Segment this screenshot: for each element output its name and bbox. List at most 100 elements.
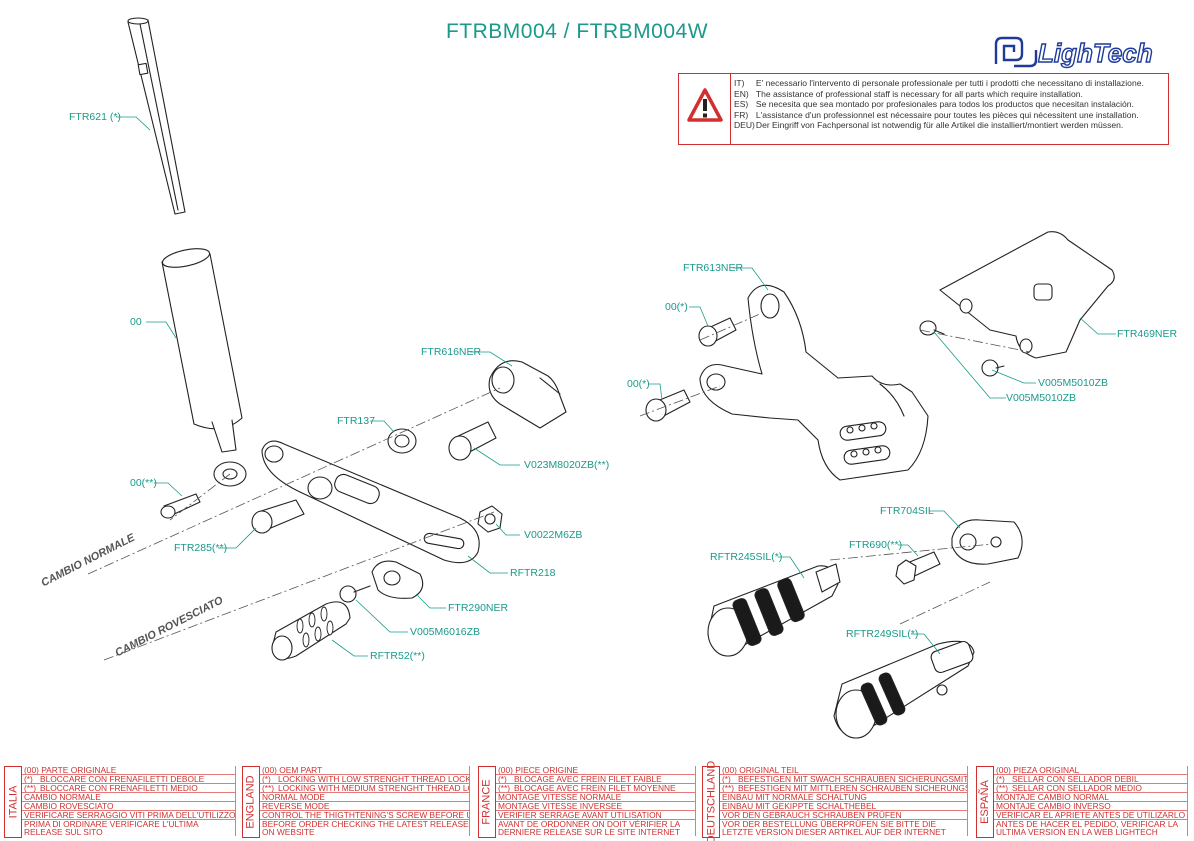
screw-v005m5010zb-a <box>919 320 945 336</box>
lightech-logo: LighTech <box>990 30 1170 74</box>
legend-row-label: (*) <box>722 775 731 784</box>
heel-plate-ftr469ner <box>939 231 1115 359</box>
pin-ftr285 <box>251 499 305 534</box>
legend-country-name: ESPAÑA <box>979 780 991 824</box>
label-v005m5010zb-a: V005M5010ZB <box>1038 377 1109 389</box>
legend-row-label: MONTAGE VITESSE NORMALE <box>498 793 622 802</box>
legend-row-text: BLOCAGE AVEC FREIN FILET FAIBLE <box>514 775 662 784</box>
legend-row: EINBAU MIT NORMALE SCHALTUNG <box>720 793 968 802</box>
warning-icon-cell <box>679 74 731 144</box>
legend-row-label: (*) <box>262 775 271 784</box>
adapter-ftr704sil <box>951 519 1023 565</box>
warning-triangle-icon <box>687 88 723 122</box>
warning-line: IT)E' necessario l'intervento di persona… <box>734 78 1162 89</box>
axis-line-right-1 <box>639 385 721 417</box>
legend-row-label: (00) ORIGINAL TEIL <box>722 766 799 775</box>
legend-row-label: (00) PIECE ORIGINE <box>498 766 579 775</box>
legend-row-label: (**) <box>996 784 1009 793</box>
legend-country-cell: ESPAÑA <box>976 766 994 838</box>
legend-row: NORMAL MODE <box>260 793 470 802</box>
label-rftr52: RFTR52(**) <box>370 650 425 662</box>
legend-row-label: VERIFICAR EL APRIETE ANTES DE UTILIZARLO <box>996 811 1186 820</box>
legend-row: (**)BLOCAGE AVEC FREIN FILET MOYENNE <box>496 784 696 793</box>
legend-row: (**)LOCKING WITH MEDIUM STRENGHT THREAD … <box>260 784 470 793</box>
warning-line: FR)L'assistance d'un professionnel est n… <box>734 110 1162 121</box>
label-ftr613ner: FTR613NER <box>683 262 744 274</box>
axis-line-right-2 <box>699 313 761 341</box>
axis-line-normal <box>87 387 501 575</box>
legend-row: VERIFIER SERRAGE AVANT UTILISATION <box>496 811 696 820</box>
legend-row-label: (00) OEM PART <box>262 766 323 775</box>
legend-row: BEFORE ORDER CHECKING THE LATEST RELEASE… <box>260 820 470 836</box>
legend-row: (00) PIEZA ORIGINAL <box>994 766 1188 775</box>
legend-row: (00) OEM PART <box>260 766 470 775</box>
warning-line-code: EN) <box>734 88 749 99</box>
legend-row: CAMBIO ROVESCIATO <box>22 802 236 811</box>
legend-row-label: (00) PARTE ORIGINALE <box>24 766 117 775</box>
legend-country-cell: FRANCE <box>478 766 496 838</box>
legend-country-name: ITALIA <box>7 785 19 819</box>
warning-line: EN) The assistance of professional staff … <box>734 89 1162 100</box>
legend-row-label: (00) PIEZA ORIGINAL <box>996 766 1080 775</box>
legend-row: VOR DER BESTELLUNG ÜBERPRÜFEN SIE BITTE … <box>720 820 968 836</box>
legend-row: (*)LOCKING WITH LOW STRENGHT THREAD LOCK… <box>260 775 470 784</box>
warning-line-text: The assistance of professional staff is … <box>755 88 1083 99</box>
legend-row-label: BEFORE ORDER CHECKING THE LATEST RELEASE… <box>262 820 469 836</box>
warning-line-text: Der Eingriff von Fachpersonal ist notwen… <box>755 120 1124 131</box>
shock-cylinder <box>161 248 247 487</box>
drawing-title: FTRBM004 / FTRBM004W <box>445 20 709 43</box>
legend-country-cell: ENGLAND <box>242 766 260 838</box>
legend-row-label: (*) <box>996 775 1005 784</box>
axis-line-heel <box>919 329 1031 353</box>
rod-ftr621 <box>127 17 186 215</box>
legend-row-text: BLOCAGE AVEC FREIN FILET MOYENNE <box>514 784 676 793</box>
legend-rows: (00) OEM PART(*)LOCKING WITH LOW STRENGH… <box>260 766 470 836</box>
label-ftr290ner: FTR290NER <box>448 602 509 614</box>
label-v005m5010zb-b: V005M5010ZB <box>1006 392 1077 404</box>
screw-oo-right-bottom <box>645 389 691 422</box>
legend-row-label: CAMBIO ROVESCIATO <box>24 802 114 811</box>
legend-row-label: (**) <box>262 784 275 793</box>
legend-row: REVERSE MODE <box>260 802 470 811</box>
axis-line-peg <box>829 543 993 561</box>
legend-row: MONTAJE CAMBIO NORMAL <box>994 793 1188 802</box>
legend-row: (*)BLOCCARE CON FRENAFILETTI DEBOLE <box>22 775 236 784</box>
label-v005m6016zb: V005M6016ZB <box>410 626 481 638</box>
legend-row-label: PRIMA DI ORDINARE VERIFICARE L'ULTIMA RE… <box>24 820 199 836</box>
legend-country-cell: ITALIA <box>4 766 22 838</box>
legend-table: ITALIA(00) PARTE ORIGINALE(*)BLOCCARE CO… <box>4 761 1192 841</box>
legend-country-name: DEUTSCHLAND <box>705 760 718 841</box>
axis-line-reversed <box>103 511 495 661</box>
legend-row-label: (**) <box>24 784 37 793</box>
bracket-ftr616ner <box>488 360 567 429</box>
legend-row: CAMBIO NORMALE <box>22 793 236 802</box>
nut-v0022m6zb <box>477 505 503 533</box>
legend-row: CONTROL THE THIGTHTENING'S SCREW BEFORE … <box>260 811 470 820</box>
legend-row-label: (*) <box>498 775 507 784</box>
screw-v005m5010zb-b <box>981 359 1005 377</box>
label-oo-left: 00 <box>130 316 142 328</box>
warning-line-code: DEU) <box>734 120 755 131</box>
label-v023m8020zb: V023M8020ZB(**) <box>524 459 610 471</box>
legend-row-label: MONTAJE CAMBIO NORMAL <box>996 793 1109 802</box>
footpeg-rftr245sil <box>707 563 841 657</box>
warning-line-code: IT) <box>734 78 745 88</box>
legend-block: ENGLAND(00) OEM PART(*)LOCKING WITH LOW … <box>242 766 470 838</box>
lever-arm-rftr218 <box>261 440 480 564</box>
label-rftr245sil: RFTR245SIL(*) <box>710 551 783 563</box>
legend-row: VERIFICAR EL APRIETE ANTES DE UTILIZARLO <box>994 811 1188 820</box>
legend-row-label: EINBAU MIT NORMALE SCHALTUNG <box>722 793 867 802</box>
bolt-oo-left <box>160 493 201 519</box>
legend-row-label: REVERSE MODE <box>262 802 330 811</box>
legend-row: EINBAU MIT GEKIPPTE SCHALTHEBEL <box>720 802 968 811</box>
legend-row-label: VOR DEN GEBRAUCH SCHRAUBEN PRÜFEN <box>722 811 902 820</box>
legend-row-text: SELLAR CON SELLADOR MEDIO <box>1012 784 1142 793</box>
legend-row-text: LOCKING WITH MEDIUM STRENGHT THREAD LOCK… <box>278 784 469 793</box>
legend-row-text: BLOCCARE CON FRENAFILETTI DEBOLE <box>40 775 205 784</box>
axis-line-oo <box>169 473 231 521</box>
legend-row-text: BEFESTIGEN MIT SWACH SCHRAUBEN SICHERUNG… <box>738 775 968 784</box>
plate-ftr290ner <box>371 560 424 599</box>
label-ftr690: FTR690(**) <box>849 539 903 551</box>
legend-row-label: VERIFIER SERRAGE AVANT UTILISATION <box>498 811 662 820</box>
warning-lines: IT)E' necessario l'intervento di persona… <box>734 78 1164 131</box>
